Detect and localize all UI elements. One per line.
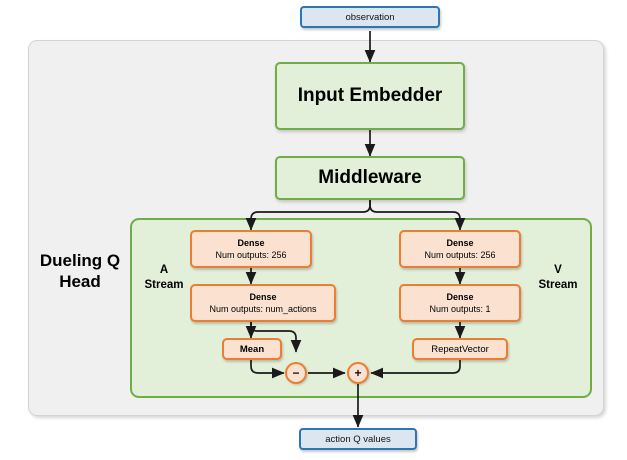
operator-add[interactable]: + bbox=[347, 362, 369, 384]
mean-label: Mean bbox=[239, 343, 265, 355]
io-node-action-q-values[interactable]: action Q values bbox=[299, 428, 417, 450]
action-q-values-label: action Q values bbox=[325, 433, 391, 445]
repeat-vector-label: RepeatVector bbox=[431, 343, 489, 355]
v-dense-256-detail: Num outputs: 256 bbox=[424, 250, 496, 260]
dueling-q-head-title: Dueling Q Head bbox=[39, 251, 121, 291]
operator-subtract[interactable]: − bbox=[285, 362, 307, 384]
a-dense-actions-type: Dense bbox=[249, 292, 277, 302]
observation-label: observation bbox=[345, 11, 395, 23]
node-v-dense-256[interactable]: Dense Num outputs: 256 bbox=[399, 230, 521, 268]
input-embedder-label: Input Embedder bbox=[297, 85, 443, 106]
node-mean[interactable]: Mean bbox=[222, 338, 282, 360]
v-dense-256-type: Dense bbox=[446, 238, 474, 248]
v-stream-label: V Stream bbox=[538, 264, 578, 291]
a-dense-actions-detail: Num outputs: num_actions bbox=[209, 304, 317, 314]
node-a-dense-256[interactable]: Dense Num outputs: 256 bbox=[190, 230, 312, 268]
node-repeat-vector[interactable]: RepeatVector bbox=[412, 338, 508, 360]
middleware-label: Middleware bbox=[318, 167, 422, 188]
a-dense-256-detail: Num outputs: 256 bbox=[215, 250, 287, 260]
v-dense-1-detail: Num outputs: 1 bbox=[429, 304, 491, 314]
node-a-dense-num-actions[interactable]: Dense Num outputs: num_actions bbox=[190, 284, 336, 322]
a-stream-label: A Stream bbox=[144, 264, 184, 291]
node-middleware[interactable]: Middleware bbox=[275, 156, 465, 200]
node-input-embedder[interactable]: Input Embedder bbox=[275, 62, 465, 130]
add-symbol: + bbox=[354, 366, 362, 380]
a-dense-256-type: Dense bbox=[237, 238, 265, 248]
v-dense-1-type: Dense bbox=[446, 292, 474, 302]
io-node-observation[interactable]: observation bbox=[300, 6, 440, 28]
node-v-dense-1[interactable]: Dense Num outputs: 1 bbox=[399, 284, 521, 322]
subtract-symbol: − bbox=[292, 366, 300, 380]
